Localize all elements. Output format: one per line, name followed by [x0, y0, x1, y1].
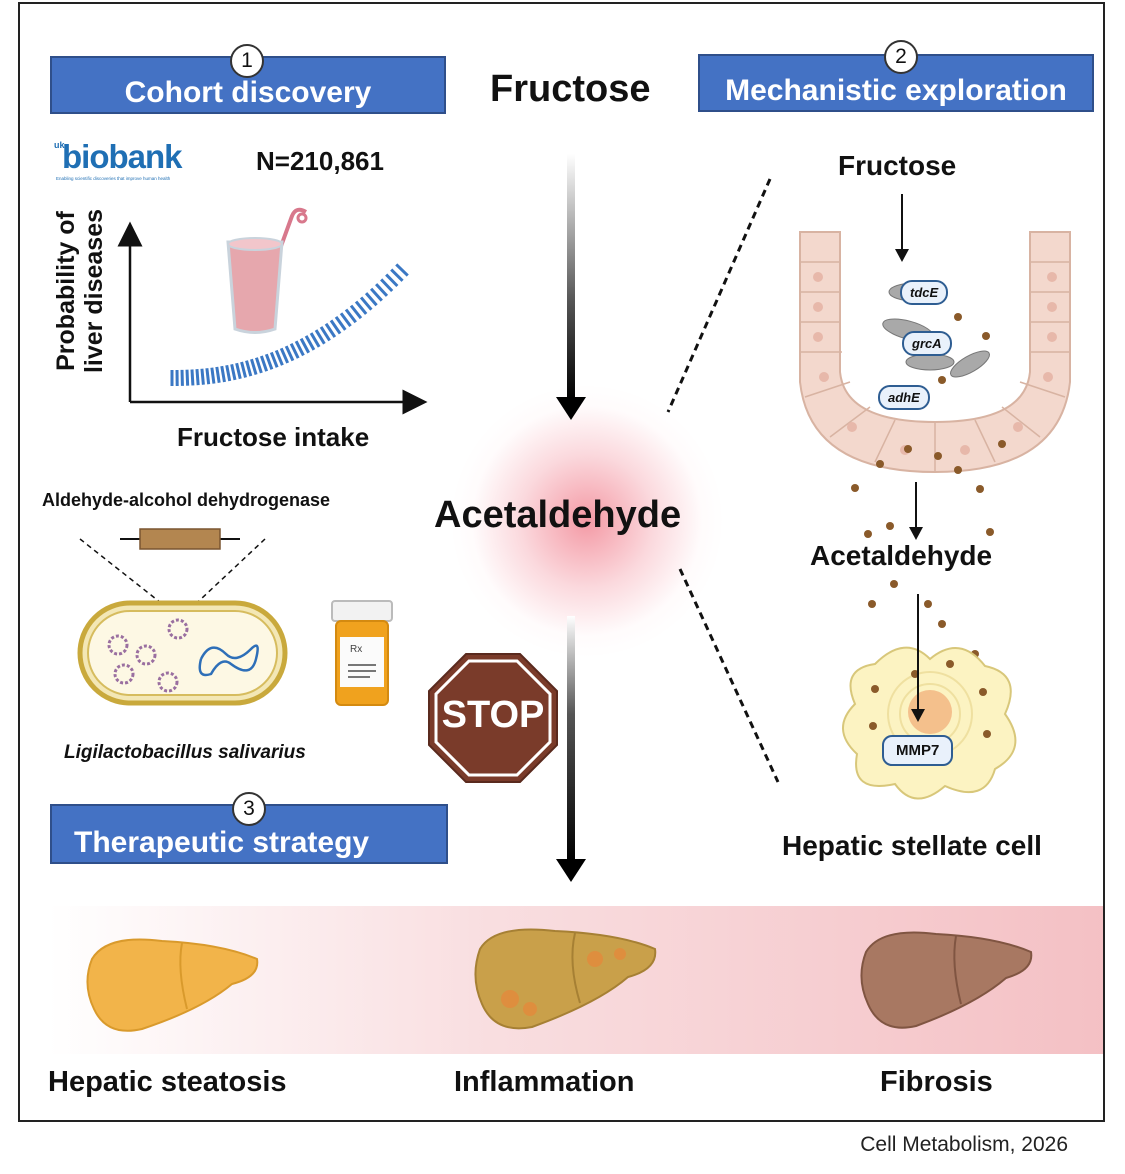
risk-curve-tick [319, 326, 331, 342]
gene-grcA: grcA [902, 331, 952, 356]
risk-curve-tick [230, 363, 237, 381]
risk-curve-tick [210, 367, 216, 384]
stage-fibrosis: Fibrosis [880, 1066, 993, 1098]
zoom-dashed-lines [666, 178, 780, 783]
risk-curve-tick [359, 296, 373, 311]
risk-curve-tick [390, 268, 404, 282]
liver-inflammation-icon [474, 928, 657, 1030]
risk-curve-tick [274, 349, 284, 366]
mechanistic-exploration-title: Mechanistic exploration [725, 74, 1067, 107]
mmp7-box: MMP7 [882, 735, 954, 766]
pill-bottle-icon [331, 600, 393, 706]
risk-curve-tick [369, 287, 383, 302]
step-1-circle: 1 [230, 44, 264, 78]
sample-size: N=210,861 [256, 146, 384, 176]
cohort-discovery-banner: Cohort discovery [50, 56, 446, 114]
risk-curve-tick [269, 351, 279, 368]
uk-biobank-logo: uk biobank Enabling scientific discoveri… [54, 138, 224, 186]
step-2-number: 2 [895, 45, 907, 68]
step-1-number: 1 [241, 49, 253, 72]
risk-curve-tick [255, 357, 263, 374]
risk-curve-tick [215, 366, 221, 384]
risk-curve-tick [284, 345, 295, 362]
hepatic-stellate-cell-illustration [842, 646, 1017, 800]
y-axis-label: Probability of liver diseases [52, 209, 108, 374]
step-2-circle: 2 [884, 40, 918, 74]
center-acetaldehyde-label: Acetaldehyde [434, 494, 682, 536]
logo-tagline: Enabling scientific discoveries that imp… [56, 176, 171, 181]
logo-main: biobank [62, 138, 183, 175]
intestinal-crypt-illustration [799, 231, 1071, 474]
risk-curve-tick [380, 278, 394, 293]
acetaldehyde-glow [452, 386, 722, 656]
risk-curve-tick [279, 347, 290, 364]
fructose-down-arrow [895, 194, 909, 262]
center-fructose-label: Fructose [490, 68, 651, 110]
risk-curve-tick [294, 340, 305, 357]
logo-prefix: uk [54, 140, 65, 150]
bacterium-name: Ligilactobacillus salivarius [64, 742, 306, 763]
risk-curve-tick [304, 335, 316, 351]
acetaldehyde-to-cell-arrow [911, 594, 925, 722]
crypt-to-acetaldehyde-arrow [909, 482, 923, 540]
risk-curve-tick [240, 361, 247, 378]
gene-tdcE: tdcE [900, 280, 949, 305]
risk-curve-tick [324, 322, 337, 338]
x-axis-label: Fructose intake [177, 422, 370, 452]
risk-curve-tick [289, 343, 300, 359]
risk-curve-tick [195, 369, 200, 386]
step-3-number: 3 [243, 797, 255, 820]
risk-curve-tick [354, 300, 368, 315]
risk-curve-tick [349, 304, 363, 320]
risk-curve-tick [395, 263, 409, 277]
sugary-drink-icon [226, 207, 308, 334]
figure-frame: Cohort discovery 1 uk biobank Enabling s… [18, 2, 1105, 1122]
risk-curve-tick [385, 273, 399, 288]
risk-curve-tick [250, 358, 258, 375]
risk-curve-tick [220, 365, 226, 383]
rx-symbol: Rx [350, 644, 363, 655]
risk-curve [170, 263, 409, 386]
risk-curve-tick [245, 360, 253, 377]
risk-curve-tick [185, 369, 190, 386]
risk-curve-tick [235, 362, 242, 380]
risk-curve-tick [259, 355, 269, 372]
risk-curve-tick [225, 364, 232, 382]
stop-text: STOP [441, 694, 545, 736]
center-arrow-bottom [556, 616, 586, 882]
risk-curve-tick [375, 283, 389, 297]
citation: Cell Metabolism, 2026 [860, 1133, 1068, 1156]
risk-curve-tick [344, 308, 357, 324]
hepatic-stellate-cell-label: Hepatic stellate cell [782, 830, 1042, 861]
therapeutic-strategy-title: Therapeutic strategy [74, 826, 370, 859]
risk-curve-tick [334, 316, 347, 331]
risk-curve-chart [117, 221, 428, 415]
risk-curve-tick [364, 292, 378, 307]
stage-hepatic-steatosis: Hepatic steatosis [48, 1066, 287, 1098]
stop-sign-icon [428, 653, 558, 783]
risk-curve-tick [200, 368, 205, 385]
risk-curve-tick [339, 312, 352, 328]
risk-curve-tick [314, 329, 326, 345]
risk-curve-tick [190, 369, 195, 386]
liver-steatosis-icon [86, 938, 259, 1032]
panel2-fructose-label: Fructose [838, 150, 957, 181]
center-arrow-top [556, 154, 586, 420]
cohort-discovery-title: Cohort discovery [124, 76, 372, 109]
risk-curve-tick [329, 319, 342, 335]
step-3-circle: 3 [232, 792, 266, 826]
gene-adhE: adhE [878, 385, 930, 410]
liver-fibrosis-icon [860, 931, 1033, 1029]
stage-inflammation: Inflammation [454, 1066, 635, 1098]
risk-curve-tick [205, 368, 211, 385]
risk-curve-tick [309, 332, 321, 348]
panel2-acetaldehyde-label: Acetaldehyde [810, 540, 993, 571]
enzyme-label: Aldehyde-alcohol dehydrogenase [42, 490, 331, 510]
risk-curve-tick [299, 337, 310, 354]
risk-curve-tick [264, 353, 274, 370]
bacterium-icon [77, 600, 288, 706]
